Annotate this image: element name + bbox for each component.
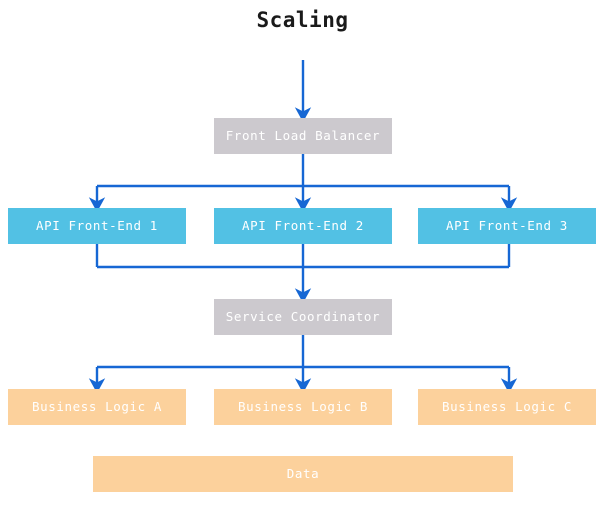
node-business-logic-c[interactable]: Business Logic C — [418, 389, 596, 425]
node-business-logic-b[interactable]: Business Logic B — [214, 389, 392, 425]
node-api-front-end-2[interactable]: API Front-End 2 — [214, 208, 392, 244]
node-business-logic-a[interactable]: Business Logic A — [8, 389, 186, 425]
node-api-front-end-3[interactable]: API Front-End 3 — [418, 208, 596, 244]
node-front-load-balancer[interactable]: Front Load Balancer — [214, 118, 392, 154]
node-api-front-end-1[interactable]: API Front-End 1 — [8, 208, 186, 244]
node-service-coordinator[interactable]: Service Coordinator — [214, 299, 392, 335]
node-data[interactable]: Data — [93, 456, 513, 492]
page-title: Scaling — [256, 8, 349, 32]
